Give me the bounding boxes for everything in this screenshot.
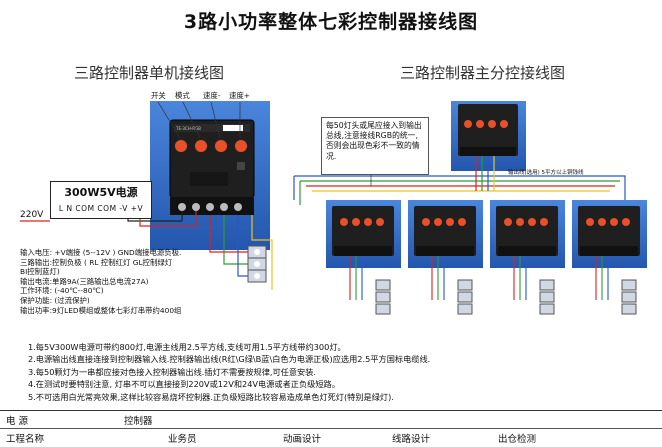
footer-sales-label: 业务员 bbox=[168, 434, 197, 445]
note-item: 5.不可选用白光常亮效果,这样比较容易烧坏控制器.正负级短路比较容易造成单色灯死… bbox=[28, 391, 394, 402]
slave-output-wires bbox=[349, 256, 609, 300]
right-subtitle: 三路控制器主分控接线图 bbox=[400, 64, 566, 82]
footer-controller-label: 控制器 bbox=[124, 416, 153, 427]
speed-up-button bbox=[234, 139, 248, 153]
spec-item: 输出功率:9灯LED模组或整体七彩灯串带约400组 bbox=[20, 305, 182, 315]
footer-inspection-label: 出仓检测 bbox=[498, 434, 537, 445]
wiring-diagram: TE-3CH-RGB bbox=[20, 101, 647, 315]
speed-up-label: 速度+ bbox=[229, 91, 250, 100]
spec-item: 输入电压: +V端接 (5--12V ) GND端接电源负极. bbox=[20, 248, 182, 257]
page-title: 3路小功率整体七彩控制器接线图 bbox=[183, 11, 479, 33]
switch-button bbox=[174, 139, 188, 153]
footer-circuit-label: 线路设计 bbox=[392, 434, 431, 445]
spec-item: 输出电流:单路9A(三路输出总电流27A) bbox=[20, 276, 149, 286]
note-item: 2.电源输出线直接连接到控制器输入线.控制器输出线(R红\G绿\B蓝\白色为电源… bbox=[28, 354, 431, 365]
footer-row-1: 电 源 控制器 bbox=[0, 411, 662, 428]
left-light-modules bbox=[247, 245, 267, 283]
mode-button bbox=[194, 139, 208, 153]
footer-project-label: 工程名称 bbox=[6, 434, 45, 445]
slave-controller-3 bbox=[490, 200, 565, 268]
slave-controller-4 bbox=[572, 200, 647, 268]
switch-label: 开关 bbox=[151, 91, 166, 100]
wiring-callout: 每50灯头或尾应接入到输出总线,注意接线RGB的统一,否则会出现色彩不一致的情况… bbox=[321, 117, 429, 175]
notes-list: 1.每5V300W电源可带约800灯,电源主线用2.5平方线,支线可用1.5平方… bbox=[28, 341, 430, 403]
note-item: 4.在测试时要特别注意, 灯串不可以直接接到220V或12V和24V电源或者正负… bbox=[28, 379, 340, 390]
left-subtitle: 三路控制器单机接线图 bbox=[74, 64, 225, 82]
power-supply-terminals: L N COM COM -V +V bbox=[58, 204, 144, 213]
slave-controller-1 bbox=[326, 200, 401, 268]
footer-table: 电 源 控制器 工程名称 业务员 动画设计 线路设计 出仓检测 bbox=[0, 410, 662, 447]
speed-down-button bbox=[214, 139, 228, 153]
master-controller bbox=[451, 101, 526, 171]
spec-item: 保护功能: (过流保护) bbox=[20, 295, 90, 305]
speed-down-label: 速度- bbox=[203, 91, 221, 100]
footer-power-label: 电 源 bbox=[6, 416, 29, 427]
footer-animation-label: 动画设计 bbox=[283, 434, 322, 445]
mode-label: 模式 bbox=[175, 91, 190, 100]
svg-text:TE-3CH-RGB: TE-3CH-RGB bbox=[175, 126, 201, 131]
power-supply-title: 300W5V电源 bbox=[64, 186, 138, 199]
spec-list: 输入电压: +V端接 (5--12V ) GND端接电源负极. 三路输出:控制负… bbox=[20, 248, 181, 315]
bus-label: 输出线(选用) 5平方以上铜钱线 bbox=[508, 170, 584, 176]
footer-row-2: 工程名称 业务员 动画设计 线路设计 出仓检测 bbox=[0, 429, 662, 446]
note-item: 3.每50颗灯为一串都应接对色接入控制器输出线.插灯不需要按规律,可任意安装. bbox=[28, 366, 317, 377]
input-voltage-label: 220V bbox=[20, 210, 44, 220]
slave-controller-2 bbox=[408, 200, 483, 268]
power-supply-box: 300W5V电源 L N COM COM -V +V bbox=[50, 181, 152, 219]
note-item: 1.每5V300W电源可带约800灯,电源主线用2.5平方线,支线可用1.5平方… bbox=[28, 342, 346, 352]
spec-item: BI控制蓝灯) bbox=[20, 267, 60, 277]
main-controller: TE-3CH-RGB bbox=[169, 119, 255, 215]
spec-item: 三路输出:控制负极 ( RL 控制红灯 GL控制绿灯 bbox=[20, 257, 173, 267]
slave-light-modules bbox=[375, 279, 637, 315]
spec-item: 工作环境: (-40℃--80℃) bbox=[20, 286, 104, 296]
